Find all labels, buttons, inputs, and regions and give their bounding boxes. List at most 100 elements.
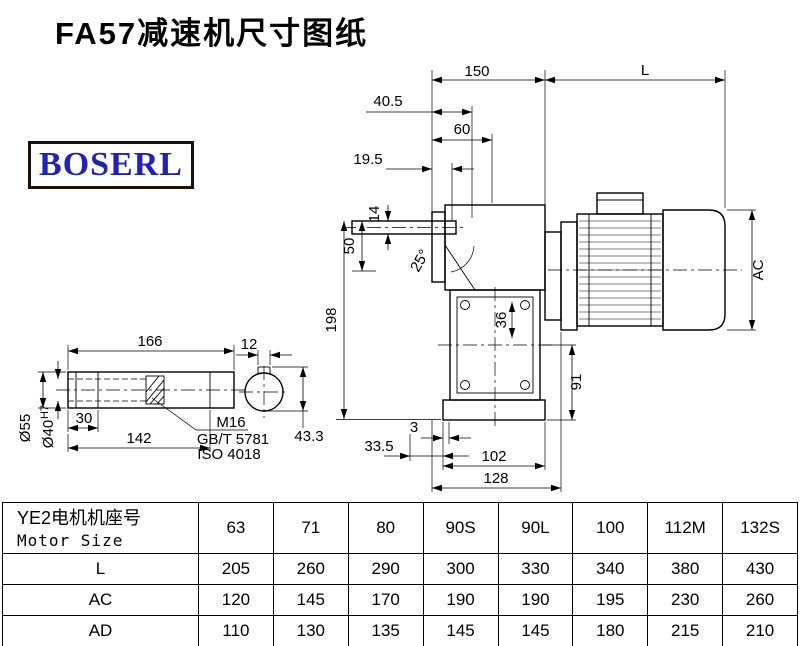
dim-label-25deg: 25° bbox=[407, 247, 433, 275]
boserl-logo-text: BOSERL bbox=[39, 146, 183, 183]
motor-size-90S: 90S bbox=[422, 502, 499, 554]
dim-150-L: 150 L bbox=[431, 62, 726, 230]
dim-label-60: 60 bbox=[454, 121, 471, 138]
value-AC-90L: 190 bbox=[497, 584, 574, 616]
dim-angle-25: 25° bbox=[407, 245, 475, 275]
dim-33-5: 33.5 bbox=[364, 434, 469, 461]
value-AC-80: 170 bbox=[347, 584, 424, 616]
motor-assembly bbox=[544, 192, 742, 331]
dim-label-150: 150 bbox=[464, 63, 489, 80]
thread-callout: M16 GB/T 5781 ISO 4018 bbox=[151, 397, 269, 463]
dim-label-AC: AC bbox=[750, 259, 767, 280]
dim-3: 3 bbox=[410, 419, 471, 470]
fan-cowl bbox=[662, 209, 726, 331]
value-AD-71: 130 bbox=[272, 615, 349, 646]
dim-36: 36 bbox=[493, 302, 516, 338]
dim-label-198: 198 bbox=[323, 307, 340, 332]
motor-size-90L: 90L bbox=[497, 502, 574, 554]
motor-size-63: 63 bbox=[198, 502, 274, 554]
value-AD-90L: 145 bbox=[497, 615, 574, 646]
table-header-en: Motor Size bbox=[17, 530, 124, 550]
value-L-112M: 380 bbox=[647, 553, 724, 585]
motor-dimension-table: YE2电机机座号 Motor Size 63 71 80 90S 90L 100… bbox=[2, 502, 798, 646]
value-L-132S: 430 bbox=[722, 553, 798, 585]
value-AD-100: 180 bbox=[572, 615, 649, 646]
value-AC-71: 145 bbox=[272, 584, 349, 616]
table-header-row: YE2电机机座号 Motor Size 63 71 80 90S 90L 100… bbox=[2, 502, 798, 554]
value-AC-132S: 260 bbox=[722, 584, 798, 616]
value-L-80: 290 bbox=[347, 553, 424, 585]
dim-label-43-3: 43.3 bbox=[294, 428, 323, 445]
table-row-AC: AC 120 145 170 190 190 195 230 260 bbox=[2, 584, 798, 616]
dim-12: 12 bbox=[236, 336, 292, 365]
dim-40-5: 40.5 bbox=[366, 93, 473, 218]
dim-60: 60 bbox=[432, 121, 493, 203]
motor-size-80: 80 bbox=[347, 502, 424, 554]
dim-label-36: 36 bbox=[493, 312, 510, 329]
value-AC-112M: 230 bbox=[647, 584, 724, 616]
dim-198: 198 bbox=[323, 221, 441, 420]
dim-30: 30 bbox=[67, 410, 99, 432]
value-AC-63: 120 bbox=[198, 584, 274, 616]
value-AC-100: 195 bbox=[572, 584, 649, 616]
dim-label-142: 142 bbox=[126, 430, 151, 447]
value-L-90L: 330 bbox=[497, 553, 574, 585]
dim-label-128: 128 bbox=[483, 470, 508, 487]
dim-label-L: L bbox=[641, 62, 649, 79]
dim-label-12: 12 bbox=[241, 336, 258, 353]
value-AD-80: 135 bbox=[347, 615, 424, 646]
dim-label-3: 3 bbox=[410, 419, 418, 436]
value-AD-112M: 215 bbox=[647, 615, 724, 646]
value-AD-132S: 210 bbox=[722, 615, 798, 646]
dim-102: 102 bbox=[443, 422, 546, 470]
value-AD-63: 110 bbox=[198, 615, 274, 646]
motor-fins bbox=[579, 220, 661, 320]
standard-label-iso: ISO 4018 bbox=[197, 446, 260, 463]
dim-diameter-40H7: Ø40 H7 bbox=[39, 361, 62, 448]
dim-128: 128 bbox=[431, 332, 562, 492]
dim-label-102: 102 bbox=[481, 448, 506, 465]
value-L-90S: 300 bbox=[422, 553, 499, 585]
value-L-63: 205 bbox=[198, 553, 274, 585]
terminal-box bbox=[596, 192, 644, 215]
dim-166: 166 bbox=[67, 333, 235, 370]
row-label-AC: AC bbox=[2, 584, 199, 616]
table-header-cell: YE2电机机座号 Motor Size bbox=[2, 502, 199, 554]
motor-size-71: 71 bbox=[272, 502, 349, 554]
thread-label-m16: M16 bbox=[216, 414, 245, 431]
boserl-logo: BOSERL bbox=[28, 141, 194, 189]
shaft-detail bbox=[56, 371, 246, 409]
dim-label-d55: Ø55 bbox=[17, 414, 34, 442]
technical-drawing: 150 L 40.5 60 19.5 14 50 bbox=[17, 62, 767, 492]
row-label-AD: AD bbox=[2, 615, 199, 646]
dim-label-14: 14 bbox=[366, 206, 383, 223]
gearbox-housing bbox=[431, 204, 552, 428]
dim-14: 14 bbox=[366, 205, 392, 250]
dim-label-19-5: 19.5 bbox=[353, 151, 382, 168]
dim-label-50: 50 bbox=[341, 238, 358, 255]
shaft-section-view bbox=[239, 366, 289, 418]
value-L-100: 340 bbox=[572, 553, 649, 585]
value-L-71: 260 bbox=[272, 553, 349, 585]
table-row-AD: AD 110 130 135 145 145 180 215 210 bbox=[2, 615, 798, 646]
dim-label-91: 91 bbox=[568, 374, 585, 391]
table-row-L: L 205 260 290 300 330 340 380 430 bbox=[2, 553, 798, 585]
table-header-cn: YE2电机机座号 bbox=[17, 508, 142, 529]
dim-label-33-5: 33.5 bbox=[364, 438, 393, 455]
dim-label-166: 166 bbox=[137, 333, 162, 350]
value-AD-90S: 145 bbox=[422, 615, 499, 646]
input-shaft bbox=[342, 220, 465, 235]
dim-50: 50 bbox=[341, 221, 376, 272]
dim-diameter-55: Ø55 bbox=[17, 371, 66, 442]
dim-label-d40-tolerance: H7 bbox=[39, 405, 51, 419]
motor-size-112M: 112M bbox=[647, 502, 724, 554]
dim-91: 91 bbox=[542, 344, 585, 421]
dim-label-40-5: 40.5 bbox=[373, 93, 402, 110]
dim-label-30: 30 bbox=[76, 410, 93, 427]
standard-label-gbt: GB/T 5781 bbox=[197, 431, 269, 448]
value-AC-90S: 190 bbox=[422, 584, 499, 616]
page-title: FA57减速机尺寸图纸 bbox=[55, 16, 369, 51]
dim-label-d40: Ø40 bbox=[40, 420, 57, 448]
dim-43-3: 43.3 bbox=[268, 366, 324, 445]
